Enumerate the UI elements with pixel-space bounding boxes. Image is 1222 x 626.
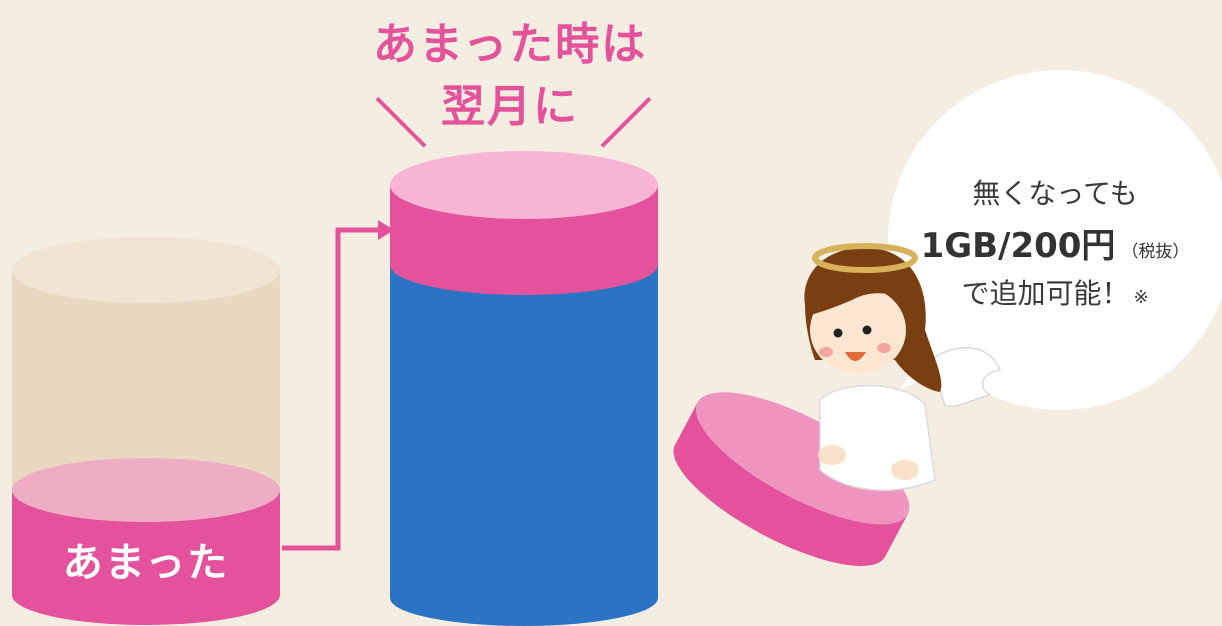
center-cylinder-blue-body xyxy=(390,265,658,598)
left-cylinder-label: あまった xyxy=(62,540,230,586)
center-cylinder-bottom xyxy=(390,570,658,626)
angel-character-icon xyxy=(804,243,1002,491)
bubble-price: 1GB/200円 xyxy=(920,226,1116,266)
headline-line2: 翌月に xyxy=(441,81,579,132)
center-cylinder xyxy=(390,151,658,626)
bubble-line1: 無くなっても xyxy=(972,177,1138,210)
pink-disc-icon xyxy=(673,392,910,566)
headline-line1: あまった時は xyxy=(372,19,648,70)
left-cylinder-bottom xyxy=(12,565,280,625)
bubble-line3-wrap: で追加可能！※ xyxy=(900,272,1210,312)
slash-right: ／ xyxy=(600,95,653,155)
bubble-price-line: 1GB/200円（税抜） xyxy=(900,218,1210,267)
arrow-right-icon xyxy=(282,220,394,551)
left-cylinder-top xyxy=(12,237,280,303)
slash-left: ＼ xyxy=(375,95,428,155)
left-cylinder-pink-top xyxy=(12,458,280,522)
center-cylinder-top xyxy=(390,151,658,219)
left-cylinder-empty-body xyxy=(12,270,280,490)
left-cylinder xyxy=(12,237,280,625)
center-cylinder-pink-band-bottom xyxy=(390,235,658,295)
bubble-line3: で追加可能！ xyxy=(961,277,1130,310)
bubble-tax-note: （税抜） xyxy=(1121,242,1190,262)
bubble-footnote-mark: ※ xyxy=(1133,287,1149,308)
